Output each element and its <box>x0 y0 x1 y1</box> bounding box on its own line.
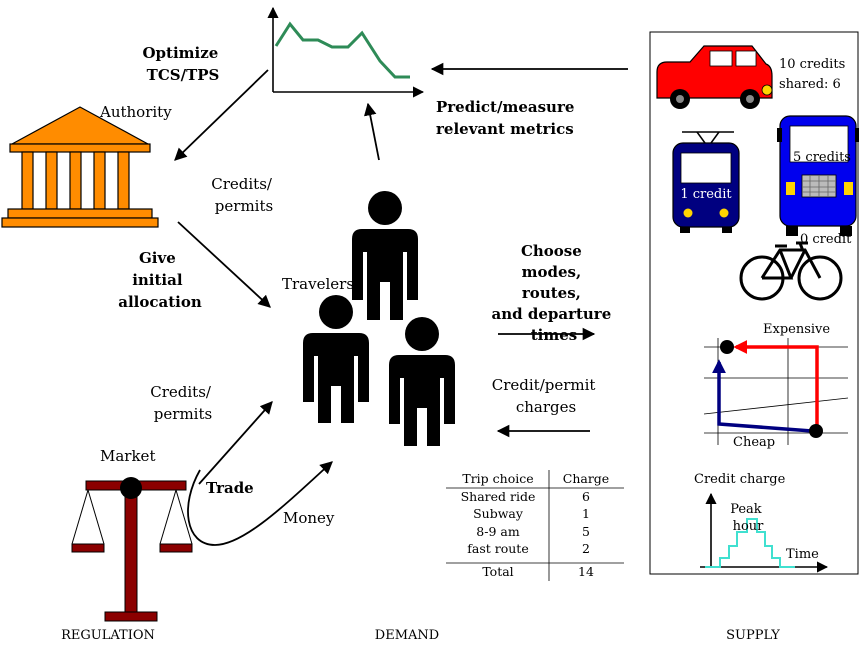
section-regulation: REGULATION <box>61 628 155 643</box>
metrics-chart <box>267 6 425 98</box>
bus-icon <box>777 115 859 236</box>
market-label: Market <box>100 447 155 465</box>
table-cell: fast route <box>467 541 528 556</box>
authority-building-icon <box>1 106 159 228</box>
trade-label: Trade <box>206 479 254 497</box>
arrow-trade-loop <box>187 461 333 546</box>
charges-table: Trip choice Charge Shared ride 6 Subway … <box>446 470 624 581</box>
optimize-label: Optimize TCS/TPS <box>142 44 223 84</box>
arrow-metrics-to-authority <box>174 69 269 161</box>
metric-line <box>274 21 410 79</box>
section-supply: SUPPLY <box>726 628 780 643</box>
predict-label: Predict/measure relevant metrics <box>436 98 580 138</box>
credit-charges-label: Credit/permit charges <box>492 376 601 416</box>
car-credits-label: 10 credits <box>779 57 845 72</box>
credits-permits-top-label: Credits/ permits <box>211 175 276 215</box>
bike-credits-label: 0 credit <box>800 232 852 247</box>
credit-charge-axis-label: Credit charge <box>694 472 786 487</box>
arrow-market-to-travelers <box>198 401 273 485</box>
table-cell: 6 <box>582 489 590 504</box>
subway-credits-label: 1 credit <box>680 187 732 202</box>
supply-box <box>649 31 859 575</box>
choose-label: Choose modes, routes, and departure time… <box>492 242 617 344</box>
section-demand: DEMAND <box>375 628 439 643</box>
credits-permits-bottom-label: Credits/ permits <box>150 383 215 423</box>
route-graph <box>703 338 849 445</box>
peak-charge-curve <box>705 518 795 568</box>
bus-credits-label: 5 credits <box>793 150 851 165</box>
cheap-route <box>712 359 813 433</box>
cheap-label: Cheap <box>733 435 775 450</box>
table-cell: 2 <box>582 541 590 556</box>
car-icon <box>656 45 773 109</box>
peak-charge-chart <box>700 492 829 573</box>
time-axis-label: Time <box>786 547 819 562</box>
table-header: Trip choice <box>462 471 533 486</box>
travelers-label: Travelers <box>282 275 354 293</box>
money-label: Money <box>283 509 335 527</box>
car-shared-label: shared: 6 <box>779 77 841 92</box>
peak-hour-label: Peak hour <box>730 502 766 534</box>
table-header: Charge <box>563 471 609 486</box>
authority-label: Authority <box>99 103 172 121</box>
arrow-travelers-to-metrics <box>364 102 380 161</box>
market-scale-icon <box>71 477 193 622</box>
table-cell: 5 <box>582 524 590 539</box>
table-cell: Shared ride <box>461 489 536 504</box>
table-cell: 1 <box>582 506 590 521</box>
arrow-authority-to-travelers <box>177 221 271 308</box>
bicycle-icon <box>739 241 843 301</box>
subway-icon <box>672 131 740 233</box>
travelers-icon <box>303 191 455 446</box>
give-allocation-label: Give initial allocation <box>118 249 202 311</box>
table-cell: Subway <box>473 506 524 521</box>
table-cell: 8-9 am <box>476 524 520 539</box>
expensive-label: Expensive <box>763 322 830 337</box>
table-total-value: 14 <box>578 564 594 579</box>
expensive-route <box>733 340 819 431</box>
table-total-label: Total <box>482 564 513 579</box>
